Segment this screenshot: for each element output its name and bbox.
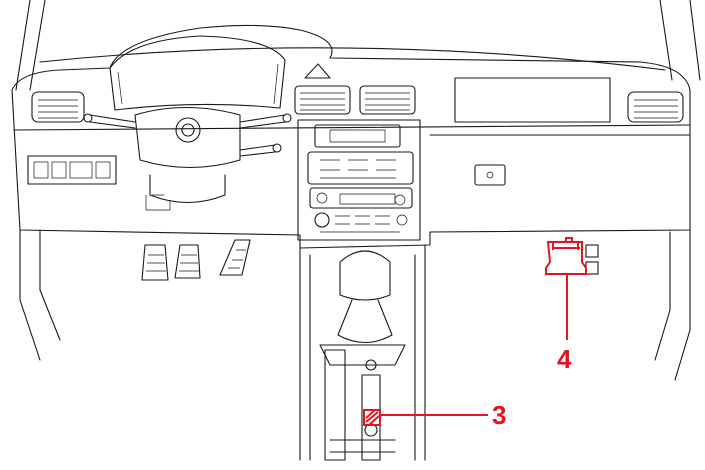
left-switch-panel — [27, 155, 171, 211]
glove-box — [429, 77, 691, 186]
relay-highlight — [363, 409, 488, 426]
dashboard-body — [11, 24, 691, 381]
center-console — [299, 244, 426, 461]
callout-label-4: 4 — [557, 344, 572, 374]
windshield-frame — [15, 0, 701, 91]
fuse-box — [545, 237, 599, 340]
pedals — [141, 239, 251, 281]
left-air-vent — [31, 91, 85, 123]
right-air-vent — [627, 91, 684, 123]
instrument-cluster — [109, 35, 286, 111]
steering-wheel — [134, 107, 241, 203]
callout-label-3: 3 — [492, 400, 506, 430]
center-air-vents — [294, 63, 416, 115]
control-stalks — [83, 113, 292, 157]
center-stack — [297, 119, 421, 241]
